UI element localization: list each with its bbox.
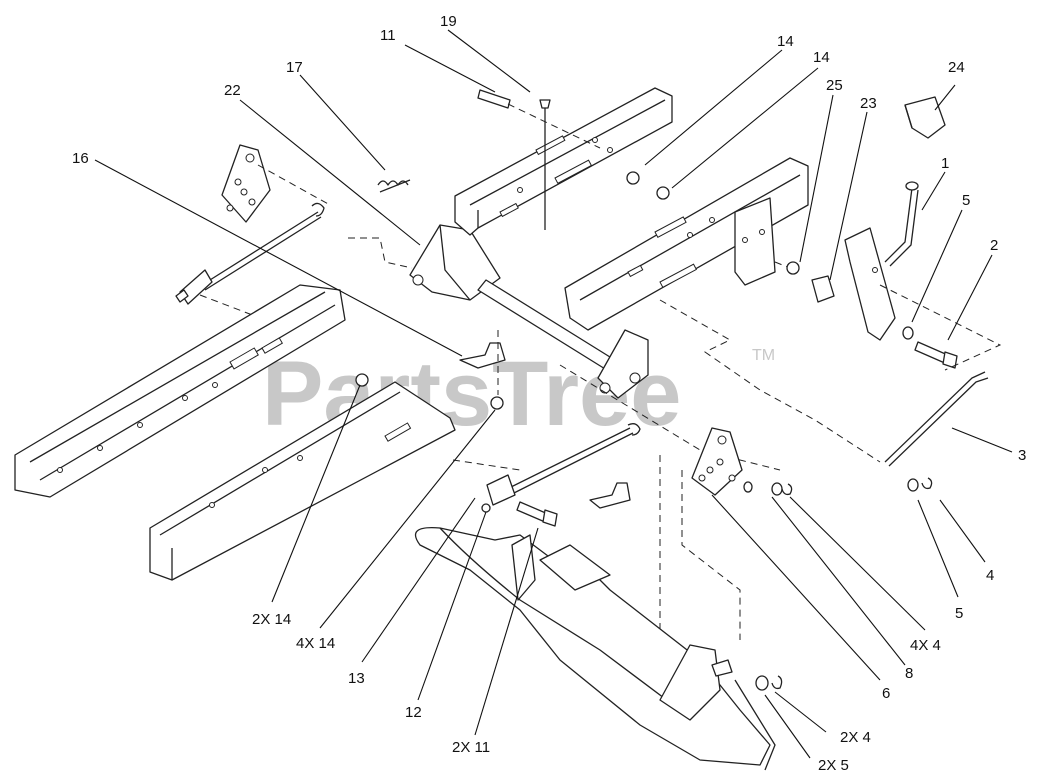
washers-lower — [743, 481, 793, 496]
callout-4: 4 — [986, 567, 994, 584]
callout-19: 19 — [440, 13, 457, 30]
callout-2: 2 — [990, 237, 998, 254]
lift-lever — [844, 181, 919, 341]
link-rod-right — [884, 371, 989, 492]
callout-23: 23 — [860, 95, 877, 112]
bolt-upper — [477, 89, 551, 230]
handle-knob — [904, 96, 946, 139]
deck-arm — [414, 526, 776, 771]
spring — [377, 179, 411, 193]
callout-labels: 19 11 17 22 16 14 14 25 23 24 1 5 2 3 4 … — [72, 13, 1026, 774]
callout-17: 17 — [286, 59, 303, 76]
callout-5-a: 5 — [962, 192, 970, 209]
spacer — [786, 261, 835, 303]
lift-rod-lower — [481, 423, 641, 513]
callout-25: 25 — [826, 77, 843, 94]
callout-13: 13 — [348, 670, 365, 687]
callout-8: 8 — [905, 665, 913, 682]
callout-24: 24 — [948, 59, 965, 76]
callout-12: 12 — [405, 704, 422, 721]
callout-2x11: 2X 11 — [452, 739, 490, 756]
strap-lower — [589, 482, 631, 509]
cross-shaft — [409, 224, 649, 399]
frame-channel-right — [564, 157, 809, 331]
callout-11: 11 — [380, 27, 396, 44]
callout-5-b: 5 — [955, 605, 963, 622]
callout-16: 16 — [72, 150, 89, 167]
lift-bracket-right — [691, 427, 743, 496]
callout-1: 1 — [941, 155, 949, 172]
strap-upper — [459, 342, 506, 369]
leader-lines — [94, 29, 1013, 759]
callout-2x14: 2X 14 — [252, 611, 291, 628]
callout-6: 6 — [882, 685, 890, 702]
bolt-lower — [516, 501, 558, 527]
callout-22: 22 — [224, 82, 241, 99]
callout-2x5: 2X 5 — [818, 757, 849, 774]
frame-rail-center — [149, 381, 456, 581]
bolt-right — [902, 326, 958, 369]
callout-14-a: 14 — [777, 33, 794, 50]
watermark-trademark: TM — [752, 347, 775, 364]
nuts — [355, 171, 670, 410]
lift-bracket-left — [221, 144, 271, 223]
callout-3: 3 — [1018, 447, 1026, 464]
callout-4x14: 4X 14 — [296, 635, 335, 652]
lift-rod-upper — [175, 202, 325, 305]
washer-bottom — [755, 675, 783, 691]
frame-channel-upper — [454, 87, 673, 236]
frame-rail-left — [14, 284, 346, 498]
callout-4x4: 4X 4 — [910, 637, 941, 654]
callout-2x4: 2X 4 — [840, 729, 871, 746]
mounting-plate-right — [734, 197, 776, 286]
callout-14-b: 14 — [813, 49, 830, 66]
